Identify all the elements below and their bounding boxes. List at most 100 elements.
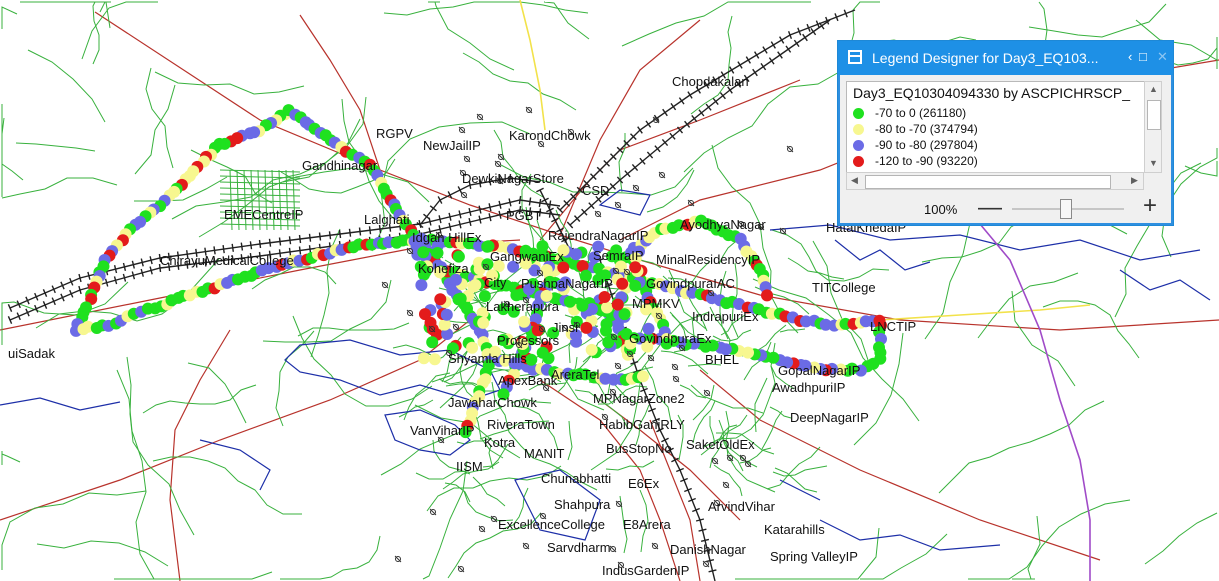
scroll-left-icon[interactable]: ◀ xyxy=(851,175,858,185)
water xyxy=(384,409,471,456)
drive-sample xyxy=(466,341,479,354)
railway-tie xyxy=(652,417,660,423)
railway-tie xyxy=(576,186,584,194)
road xyxy=(275,330,315,427)
railway-tie xyxy=(802,33,808,42)
back-icon[interactable]: ‹ xyxy=(1128,49,1133,64)
drive-sample xyxy=(525,333,538,346)
close-icon[interactable]: ✕ xyxy=(1157,49,1168,64)
drive-sample xyxy=(415,279,428,292)
railway-tie xyxy=(815,20,820,29)
road xyxy=(15,142,96,152)
road xyxy=(510,398,552,404)
drive-sample xyxy=(433,266,446,279)
railway-tie xyxy=(654,145,661,153)
railway-tie xyxy=(288,236,292,245)
site-icon xyxy=(452,323,460,331)
road xyxy=(1,451,21,465)
horizontal-scrollbar[interactable]: ◀ ▶ xyxy=(846,172,1144,190)
railway-tie xyxy=(448,222,452,231)
railway-tie xyxy=(25,296,30,305)
legend-designer-window[interactable]: Legend Designer for Day3_EQ103... ‹ □ ✕ … xyxy=(837,40,1174,226)
site-icon xyxy=(435,231,443,239)
road xyxy=(483,329,511,336)
zoom-bar: 100% — + xyxy=(838,192,1173,225)
site-icon xyxy=(655,312,663,320)
drive-sample xyxy=(605,250,618,263)
place-label: Sarvdharm xyxy=(547,540,611,555)
zoom-slider-handle[interactable] xyxy=(1060,199,1072,219)
railway-tie xyxy=(16,312,21,321)
place-label: Gandhinagar xyxy=(302,158,378,173)
road xyxy=(649,419,701,581)
railway-tie xyxy=(616,146,624,154)
railway-tie xyxy=(488,177,492,186)
railway-tie xyxy=(438,225,442,234)
railway-tie xyxy=(616,176,624,184)
railway-tie xyxy=(388,223,392,232)
site-icon xyxy=(672,375,680,383)
site-icon xyxy=(609,388,617,396)
drive-sample xyxy=(525,353,538,366)
road xyxy=(250,169,254,231)
railway-tie xyxy=(268,238,272,247)
place-label: PGBT xyxy=(506,208,542,223)
place-label: ArvindVihar xyxy=(708,499,775,514)
railway-tie xyxy=(51,297,56,306)
railway-tie xyxy=(762,46,768,54)
railway-tie xyxy=(368,226,372,235)
railway-tie xyxy=(240,254,243,263)
road xyxy=(525,206,535,255)
legend-content-panel[interactable]: Day3_EQ10304094330 by ASCPICHRSCP_ -70 t… xyxy=(846,81,1146,173)
road xyxy=(690,384,764,414)
railway-tie xyxy=(556,227,564,233)
scroll-right-icon[interactable]: ▶ xyxy=(1131,175,1138,185)
drive-sample xyxy=(426,336,439,349)
zoom-out-button[interactable]: — xyxy=(978,194,1002,221)
railway-tie xyxy=(684,120,691,128)
road xyxy=(145,67,174,169)
railway-tie xyxy=(231,255,234,264)
drive-sample xyxy=(507,305,520,318)
vertical-scrollbar[interactable]: ▲ ▼ xyxy=(1144,81,1162,173)
place-label: Katarahills xyxy=(764,522,825,537)
railway-tie xyxy=(785,45,792,53)
scroll-down-icon[interactable]: ▼ xyxy=(1149,158,1158,168)
scroll-thumb[interactable] xyxy=(1147,100,1161,130)
scroll-thumb[interactable] xyxy=(865,175,1111,189)
place-label: CSD xyxy=(582,183,610,198)
place-label: AwadhpuriIP xyxy=(772,380,846,395)
drive-sample xyxy=(618,308,631,321)
railway-tie xyxy=(378,224,382,234)
drive-sample xyxy=(486,269,499,282)
road xyxy=(752,278,920,422)
road xyxy=(502,487,529,530)
drive-sample xyxy=(446,342,459,355)
railway-tie xyxy=(680,477,688,483)
place-label: Lalghati xyxy=(364,212,410,227)
road xyxy=(491,381,598,491)
road xyxy=(134,176,228,202)
road xyxy=(683,55,866,173)
maximize-icon[interactable]: □ xyxy=(1139,49,1147,64)
legend-title-bar[interactable]: Legend Designer for Day3_EQ103... ‹ □ ✕ xyxy=(838,41,1173,75)
road xyxy=(621,1,811,47)
railway-tie xyxy=(528,197,532,206)
railway-tie xyxy=(787,31,793,39)
railway-tie xyxy=(793,39,800,48)
scroll-up-icon[interactable]: ▲ xyxy=(1149,84,1158,94)
road xyxy=(743,341,772,381)
place-label: DewkiNagarStore xyxy=(462,171,564,186)
railway-tie xyxy=(278,249,282,258)
railway-tie xyxy=(588,202,595,210)
railway-tie xyxy=(688,497,696,503)
drive-sample xyxy=(588,251,601,264)
road xyxy=(126,356,195,536)
road xyxy=(879,304,1091,321)
zoom-in-button[interactable]: + xyxy=(1143,192,1158,219)
road xyxy=(264,169,268,231)
drive-sample xyxy=(417,246,430,259)
zoom-level: 100% xyxy=(924,202,958,217)
railway-tie xyxy=(698,528,707,532)
